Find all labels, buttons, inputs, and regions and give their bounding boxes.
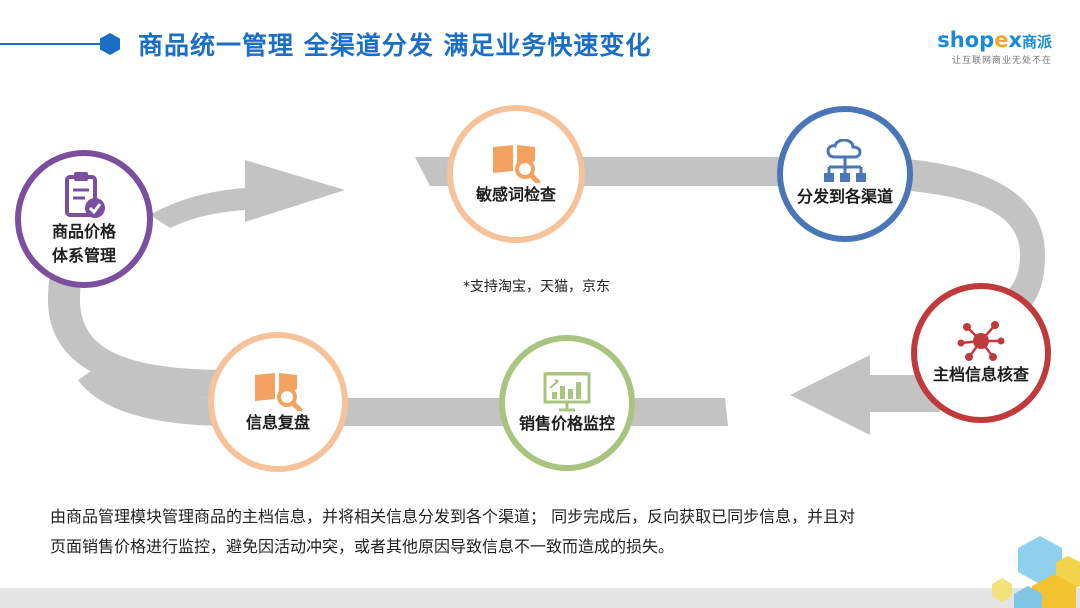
- brand-wordmark: shopex商派: [927, 28, 1052, 52]
- brand-tagline: 让互联网商业无处不在: [951, 56, 1052, 66]
- node-master-check-label: 主档信息核查: [932, 365, 1029, 384]
- platform-note: *支持淘宝，天猫，京东: [463, 279, 610, 295]
- hexagon-cluster-decoration: [992, 536, 1080, 608]
- node-price-system-label-2: 体系管理: [51, 246, 116, 265]
- chart-board-icon: [543, 372, 591, 412]
- cloud-network-icon: [824, 139, 866, 182]
- node-distribute-label: 分发到各渠道: [796, 187, 893, 206]
- node-sensitive-check: 敏感词检查: [447, 105, 585, 243]
- brand-prefix: shop: [937, 28, 995, 52]
- description: 由商品管理模块管理商品的主档信息，并将相关信息分发到各个渠道； 同步完成后，反向…: [50, 502, 980, 562]
- brand-cn: 商派: [1021, 33, 1052, 51]
- brand-logo: shopex商派 让互联网商业无处不在: [927, 28, 1052, 66]
- book-magnifier-icon: [255, 373, 303, 411]
- node-price-monitor-label: 销售价格监控: [518, 414, 615, 433]
- node-master-check: 主档信息核查: [911, 283, 1051, 423]
- node-sensitive-check-label: 敏感词检查: [475, 185, 556, 204]
- brand-suffix: x: [1008, 28, 1022, 52]
- clipboard-check-icon: [65, 172, 105, 218]
- node-info-review: 信息复盘: [208, 332, 348, 472]
- header-rule: [0, 43, 100, 45]
- arrow-bottom-right: [790, 355, 940, 435]
- node-price-system-label-1: 商品价格: [51, 222, 116, 241]
- node-price-monitor: 销售价格监控: [499, 335, 635, 471]
- hexagon-icon: [100, 33, 120, 55]
- band-right-curve: [790, 155, 1045, 332]
- band-left-curve: [48, 235, 230, 398]
- description-line-2: 页面销售价格进行监控，避免因活动冲突，或者其他原因导致信息不一致而造成的损失。: [50, 537, 675, 556]
- description-line-1: 由商品管理模块管理商品的主档信息，并将相关信息分发到各个渠道； 同步完成后，反向…: [50, 507, 856, 526]
- node-price-system: 商品价格 体系管理: [15, 150, 153, 288]
- node-distribute: 分发到各渠道: [777, 106, 913, 242]
- hub-network-icon: [957, 321, 1005, 361]
- brand-x: e: [994, 28, 1009, 52]
- arrow-top-left: [150, 160, 345, 228]
- page-title: 商品统一管理 全渠道分发 满足业务快速变化: [138, 31, 652, 60]
- footer-bar: [0, 588, 1080, 608]
- node-info-review-label: 信息复盘: [245, 413, 310, 432]
- book-magnifier-icon: [493, 145, 541, 183]
